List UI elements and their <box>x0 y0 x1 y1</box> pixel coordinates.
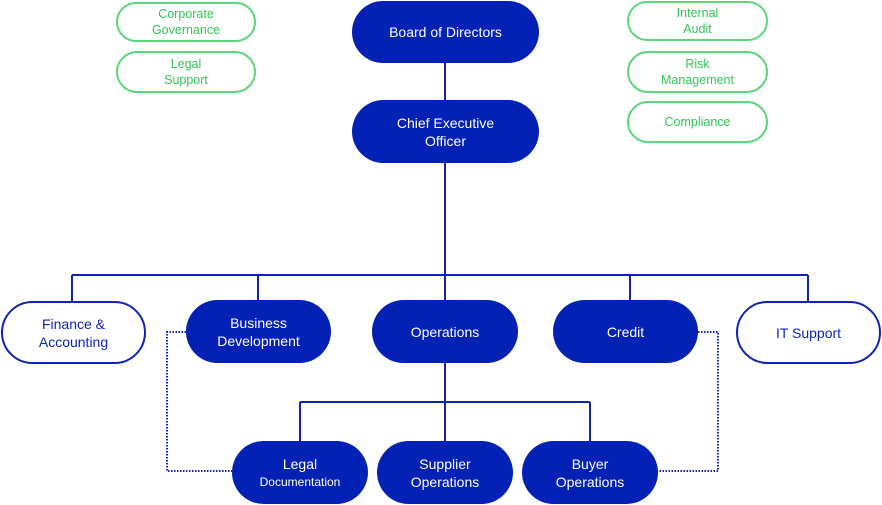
advisory-corporate-governance[interactable]: Corporate Governance <box>116 2 256 42</box>
advisory-legal-support[interactable]: Legal Support <box>116 51 256 93</box>
advisory-risk-management[interactable]: Risk Management <box>627 51 768 93</box>
advisory-label: Compliance <box>664 115 731 129</box>
node-label: Credit <box>606 323 645 340</box>
node-label: Board of Directors <box>389 24 502 40</box>
node-label: Finance & Accounting <box>38 315 109 350</box>
advisory-label: Risk Management <box>661 57 734 87</box>
node-finance-accounting[interactable]: Finance & Accounting <box>1 301 146 364</box>
node-board-of-directors[interactable]: Board of Directors <box>352 1 539 63</box>
node-legal-documentation[interactable]: Legal Documentation <box>232 441 368 504</box>
advisory-internal-audit[interactable]: Internal Audit <box>627 1 768 41</box>
node-label: Legal <box>282 455 318 472</box>
node-supplier-operations[interactable]: Supplier Operations <box>377 441 513 504</box>
node-operations[interactable]: Operations <box>372 300 518 363</box>
node-buyer-operations[interactable]: Buyer Operations <box>522 441 658 504</box>
node-chief-executive-officer[interactable]: Chief Executive Officer <box>352 100 539 163</box>
node-credit[interactable]: Credit <box>553 300 698 363</box>
advisory-label: Corporate Governance <box>151 7 221 37</box>
node-label: IT Support <box>775 324 842 341</box>
node-label: Buyer Operations <box>555 455 625 490</box>
node-label: Business Development <box>217 314 300 349</box>
node-label: Supplier Operations <box>410 455 480 490</box>
advisory-compliance[interactable]: Compliance <box>627 101 768 143</box>
node-label: Operations <box>410 323 480 340</box>
node-it-support[interactable]: IT Support <box>736 301 881 364</box>
advisory-label: Internal Audit <box>676 6 719 36</box>
node-label-line2: Documentation <box>259 474 341 489</box>
advisory-label: Legal Support <box>164 57 208 87</box>
node-business-development[interactable]: Business Development <box>186 300 331 363</box>
node-label: Chief Executive Officer <box>396 114 495 149</box>
